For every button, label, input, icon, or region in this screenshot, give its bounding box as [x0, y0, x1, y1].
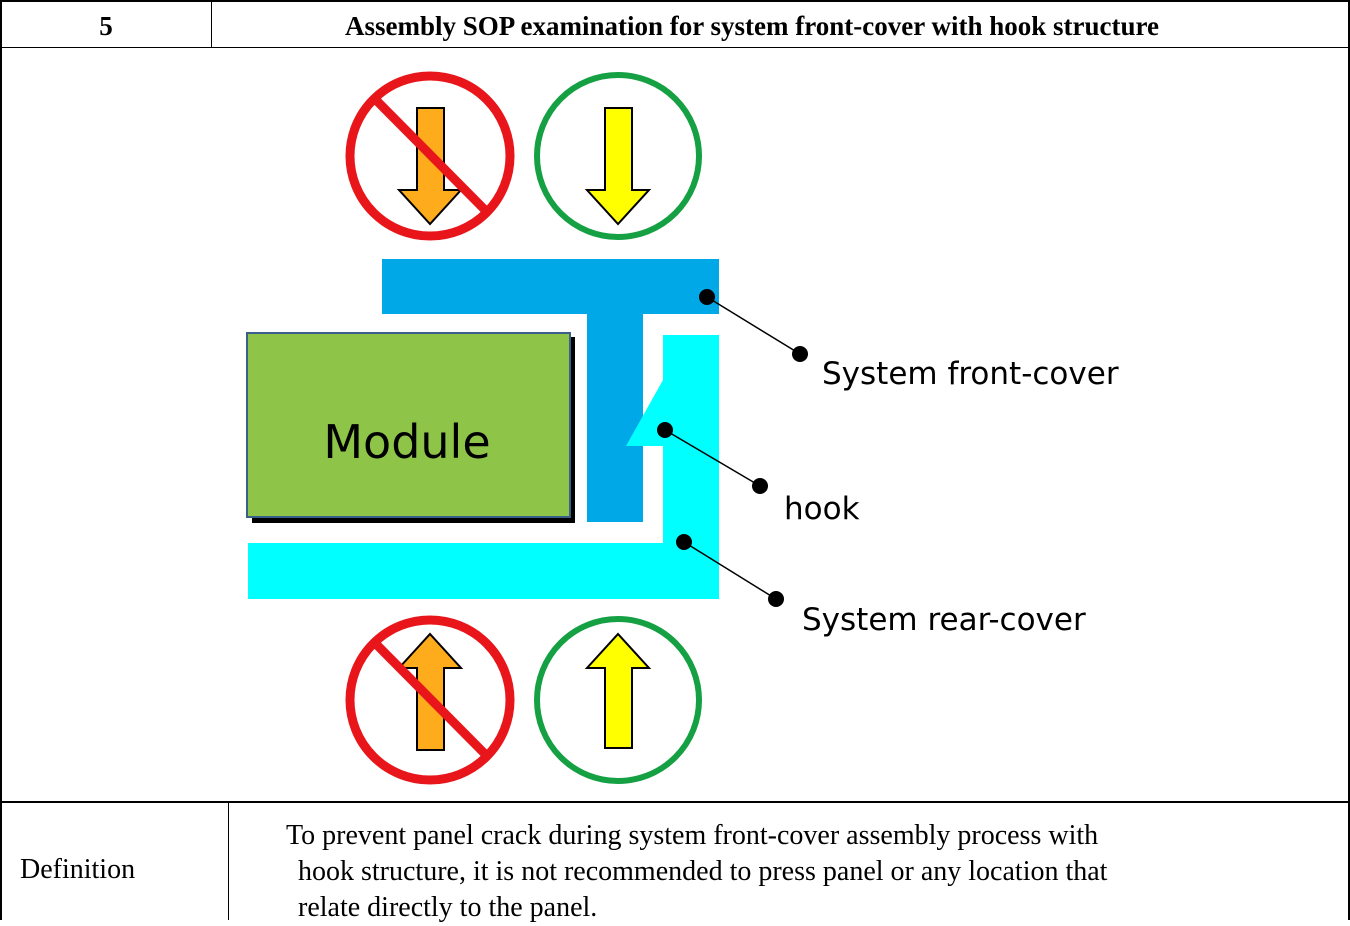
prohibited-circle: [345, 71, 515, 241]
table-left-border: [0, 0, 2, 920]
hook-label: hook: [784, 491, 860, 527]
definition-line: To prevent panel crack during system fro…: [286, 820, 1099, 851]
prohibited-circle: [345, 615, 515, 785]
rear-cover-label: System rear-cover: [802, 602, 1086, 638]
header-bottom-border: [0, 47, 1350, 48]
table-right-border: [1348, 0, 1350, 920]
allowed-circle: [534, 616, 702, 784]
front-cover-label: System front-cover: [822, 356, 1119, 392]
orange-arrow-up: [396, 632, 464, 751]
prohibited-slash: [371, 639, 491, 760]
item-number: 5: [99, 11, 113, 41]
system-front-cover-part: [382, 259, 719, 522]
yellow-arrow-up: [584, 632, 652, 749]
orange-arrow-down: [396, 107, 464, 226]
allowed-circle: [534, 72, 702, 240]
definition-text: To prevent panel crack during system fro…: [286, 818, 1326, 926]
header-divider: [211, 0, 212, 48]
module-part: Module: [246, 332, 575, 523]
page-title: Assembly SOP examination for system fron…: [345, 11, 1159, 41]
allowed-press-up-icon: [534, 616, 702, 784]
definition-line: relate directly to the panel.: [298, 892, 598, 923]
prohibited-press-down-icon: [345, 71, 515, 241]
definition-label: Definition: [20, 854, 136, 885]
table-top-border: [0, 0, 1350, 2]
prohibited-press-up-icon: [345, 615, 515, 785]
definition-line: hook structure, it is not recommended to…: [298, 856, 1108, 887]
callout-rear-cover: System rear-cover: [676, 534, 1086, 638]
callout-front-cover: System front-cover: [699, 289, 1119, 392]
callout-hook: hook: [657, 422, 860, 527]
definition-divider: [228, 802, 229, 920]
yellow-arrow-down: [584, 107, 652, 226]
system-rear-cover-part: [248, 335, 719, 599]
module-label: Module: [323, 415, 490, 469]
diagram-bottom-border: [0, 801, 1350, 803]
hook-shape: [626, 380, 663, 446]
allowed-press-down-icon: [534, 72, 702, 240]
prohibited-slash: [371, 95, 491, 216]
